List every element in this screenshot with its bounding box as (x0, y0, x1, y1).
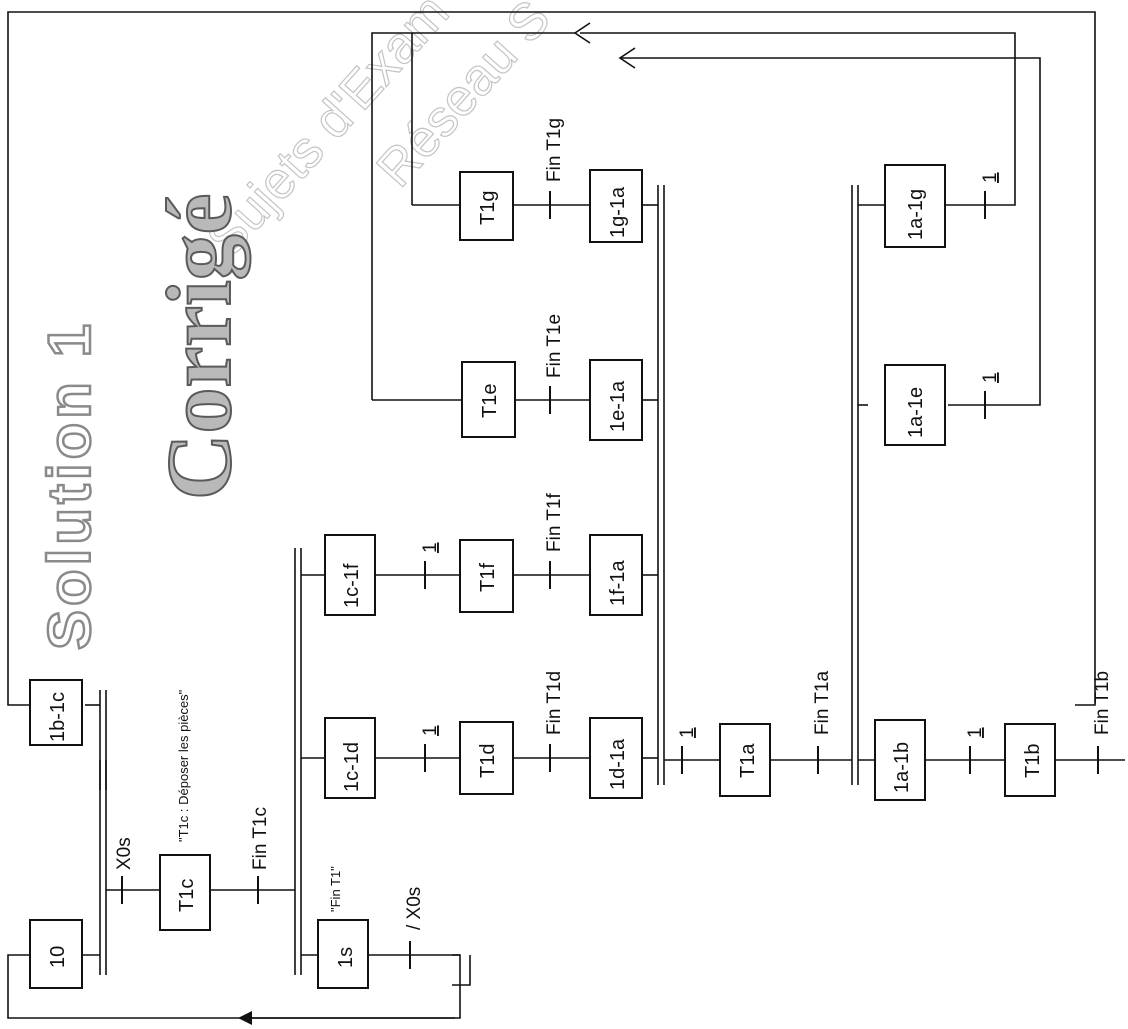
step-1d-1a: 1d-1a (590, 718, 642, 798)
step-1c-1d-label: 1c-1d (341, 742, 363, 792)
step-1a-1g-label: 1a-1g (905, 189, 927, 240)
cond-one-t1a: 1 (677, 727, 698, 738)
step-10: 10 (30, 920, 82, 988)
logo-corrige: Corrigé (148, 193, 250, 500)
step-T1d: T1d (460, 722, 513, 794)
cond-one-1d: 1 (420, 725, 441, 736)
step-1e-1a: 1e-1a (590, 360, 642, 440)
step-T1a: T1a (720, 724, 770, 796)
cond-not-x0s: / X0s (404, 887, 425, 930)
cond-fin-t1e: Fin T1e (544, 314, 565, 378)
step-1f-1a: 1f-1a (590, 535, 642, 615)
cond-fin-t1d: Fin T1d (544, 671, 565, 735)
step-1f-1a-label: 1f-1a (607, 560, 629, 606)
step-1b-1c: 1b-1c (30, 680, 82, 745)
step-1s-label: 1s (335, 947, 357, 968)
cond-fin-t1a: Fin T1a (812, 670, 833, 735)
step-1c-1f: 1c-1f (325, 535, 375, 615)
step-1a-1e-label: 1a-1e (905, 387, 927, 438)
cond-fin-t1f: Fin T1f (544, 492, 565, 552)
step-T1g-label: T1g (477, 191, 499, 225)
step-1b-1c-label: 1b-1c (47, 692, 69, 742)
step-T1f: T1f (460, 540, 513, 612)
step-T1a-label: T1a (737, 743, 759, 778)
step-T1f-label: T1f (477, 563, 499, 592)
step-1d-1a-label: 1d-1a (607, 738, 629, 790)
cond-x0s: X0s (114, 837, 135, 870)
step-1e-1a-label: 1e-1a (607, 380, 629, 432)
step-T1e: T1e (462, 362, 515, 437)
step-1a-1b: 1a-1b (875, 720, 925, 800)
step-T1d-label: T1d (477, 744, 499, 778)
comment-fin-t1: "Fin T1" (328, 866, 343, 912)
cond-fin-t1g: Fin T1g (544, 118, 565, 182)
comment-t1c-action: "T1c : Déposer les pièces" (176, 689, 191, 842)
cond-fin-t1c: Fin T1c (250, 807, 271, 870)
step-1g-1a-label: 1g-1a (607, 186, 629, 238)
step-1c-1d: 1c-1d (325, 718, 375, 798)
cond-one-t1b: 1 (965, 727, 986, 738)
step-T1b: T1b (1005, 724, 1055, 796)
cond-one-1e: 1 (980, 372, 1001, 383)
step-T1e-label: T1e (479, 384, 501, 418)
diagram-title: Solution 1 (36, 320, 103, 650)
step-1a-1g: 1a-1g (885, 165, 945, 247)
step-1s: 1s (318, 920, 368, 988)
cond-one-1f: 1 (420, 542, 441, 553)
step-10-label: 10 (47, 946, 69, 968)
step-T1c: T1c (160, 855, 210, 930)
step-T1b-label: T1b (1022, 744, 1044, 778)
step-1c-1f-label: 1c-1f (341, 563, 363, 608)
step-1a-1b-label: 1a-1b (891, 742, 913, 793)
cond-fin-t1b: Fin T1b (1092, 671, 1113, 735)
step-1a-1e: 1a-1e (885, 365, 945, 445)
step-1g-1a: 1g-1a (590, 170, 642, 242)
cond-one-1g: 1 (980, 172, 1001, 183)
step-T1g: T1g (460, 172, 513, 240)
step-T1c-label: T1c (176, 879, 198, 912)
